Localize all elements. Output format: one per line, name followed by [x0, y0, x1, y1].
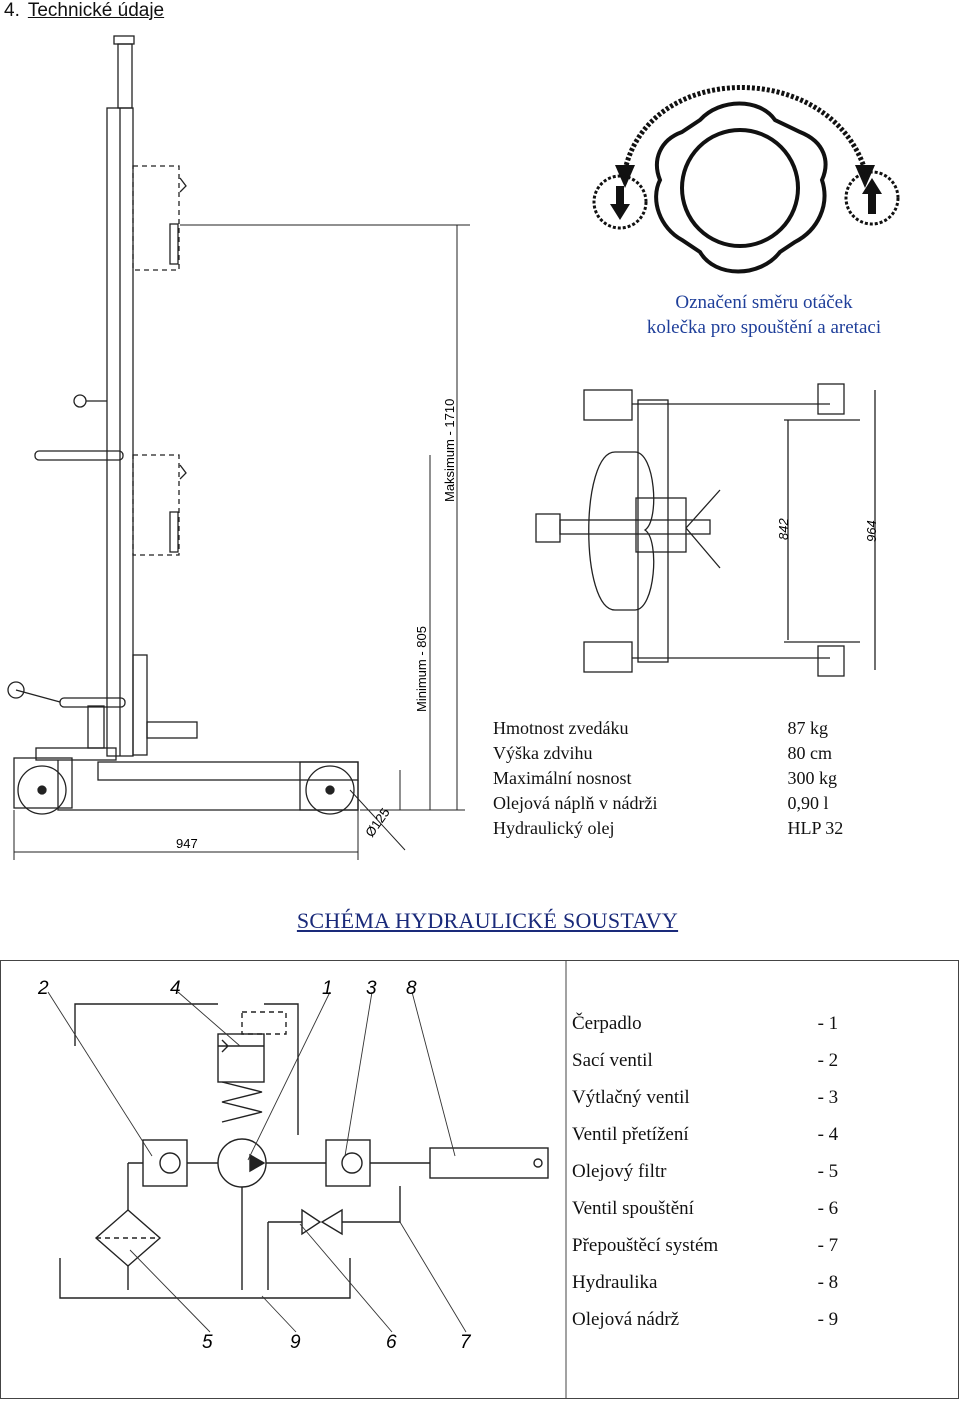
legend-num: - 3	[817, 1086, 839, 1108]
arrow-down-icon	[616, 186, 624, 206]
legend-row: Ventil přetížení - 4	[572, 1116, 838, 1153]
legend-num: - 5	[817, 1160, 839, 1182]
arrow-up-icon	[868, 192, 876, 214]
legend-row: Sací ventil - 2	[572, 1042, 838, 1079]
legend-table: Čerpadlo - 1 Sací ventil - 2 Výtlačný vent…	[572, 1005, 838, 1338]
spec-value: HLP 32	[787, 818, 844, 838]
legend-num: - 2	[817, 1049, 839, 1071]
lift-side-view-drawing: Maksimum - 1710 Minimum - 805 947 Ø125	[7, 35, 470, 860]
dim-outer-width: 964	[864, 520, 879, 542]
spec-label: Hmotnost zvedáku	[493, 718, 629, 738]
legend-row: Přepouštěcí systém - 7	[572, 1227, 838, 1264]
schema-title: SCHÉMA HYDRAULICKÉ SOUSTAVY	[296, 908, 679, 933]
legend-label: Olejová nádrž	[572, 1308, 680, 1330]
section-title: Technické údaje	[27, 0, 165, 21]
legend-label: Ventil spouštění	[572, 1197, 694, 1219]
dim-inner-width: 842	[776, 518, 791, 540]
spec-row: Hmotnost zvedáku 87 kg	[493, 716, 877, 741]
legend-label: Hydraulika	[572, 1271, 658, 1293]
hydraulic-schema: 2 4 1 3 8 5 9 6 7	[0, 960, 959, 1399]
spec-row: Výška zdvihu 80 cm	[493, 741, 877, 766]
dim-min-height: Minimum - 805	[414, 626, 429, 712]
section-heading: 4. Technické údaje	[4, 0, 164, 22]
schema-num-1: 1	[322, 978, 333, 999]
spec-value: 80 cm	[787, 743, 832, 763]
caption-line-2: kolečka pro spouštění a aretaci	[646, 317, 882, 338]
dim-length: 947	[176, 836, 198, 851]
section-number: 4.	[4, 0, 20, 21]
spec-row: Hydraulický olej HLP 32	[493, 816, 877, 841]
dim-max-height: Maksimum - 1710	[442, 399, 457, 502]
schema-num-5: 5	[202, 1332, 213, 1353]
spec-label: Výška zdvihu	[493, 743, 593, 763]
spec-label: Maximální nosnost	[493, 768, 632, 788]
schema-num-2: 2	[37, 978, 49, 999]
legend-label: Přepouštěcí systém	[572, 1234, 719, 1256]
rotation-caption: Označení směru otáček kolečka pro spoušt…	[614, 290, 914, 340]
legend-label: Olejový filtr	[572, 1160, 667, 1182]
legend-num: - 4	[817, 1123, 839, 1145]
legend-num: - 9	[817, 1308, 839, 1330]
spec-row: Maximální nosnost 300 kg	[493, 766, 877, 791]
schema-num-7: 7	[460, 1332, 472, 1353]
legend-num: - 6	[817, 1197, 839, 1219]
legend-row: Ventil spouštění - 6	[572, 1190, 838, 1227]
legend-row: Výtlačný ventil - 3	[572, 1079, 838, 1116]
lift-top-view-drawing: 842 964	[535, 383, 879, 677]
spec-value: 0,90 l	[787, 793, 829, 813]
legend-label: Sací ventil	[572, 1049, 653, 1071]
legend-label: Ventil přetížení	[572, 1123, 689, 1145]
legend-row: Hydraulika - 8	[572, 1264, 838, 1301]
schema-num-6: 6	[386, 1332, 397, 1353]
legend-row: Olejová nádrž - 9	[572, 1301, 838, 1338]
legend-label: Čerpadlo	[572, 1012, 642, 1034]
schema-num-3: 3	[366, 978, 377, 999]
spec-value: 300 kg	[787, 768, 837, 788]
legend-row: Čerpadlo - 1	[572, 1005, 838, 1042]
legend-num: - 8	[817, 1271, 839, 1293]
schema-num-8: 8	[406, 978, 417, 999]
caption-line-1: Označení směru otáček	[675, 292, 853, 313]
spec-label: Olejová náplň v nádrži	[493, 793, 658, 813]
legend-num: - 7	[817, 1234, 839, 1256]
schema-num-9: 9	[290, 1332, 301, 1353]
spec-row: Olejová náplň v nádrži 0,90 l	[493, 791, 877, 816]
spec-label: Hydraulický olej	[493, 818, 615, 838]
legend-num: - 1	[817, 1012, 839, 1034]
legend-row: Olejový filtr - 5	[572, 1153, 838, 1190]
legend-label: Výtlačný ventil	[572, 1086, 690, 1108]
rotation-knob-diagram	[592, 85, 900, 274]
spec-value: 87 kg	[787, 718, 828, 738]
schema-num-4: 4	[170, 978, 181, 999]
